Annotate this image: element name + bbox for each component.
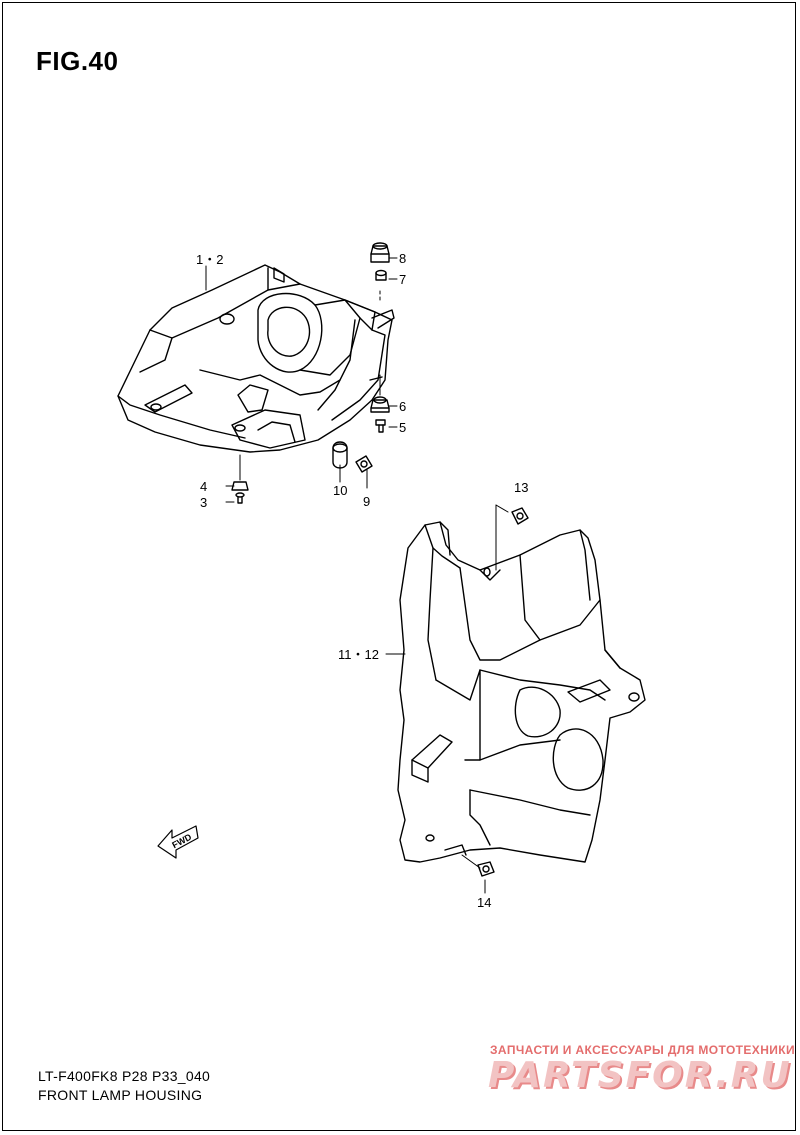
screw-14 [477,861,495,877]
forward-arrow-icon: FWD [157,825,199,859]
callout-14: 14 [477,895,491,910]
callout-6: 6 [399,399,406,414]
callout-8: 8 [399,251,406,266]
screw-9 [355,455,373,473]
leader-lines-lower [385,504,509,894]
callout-9: 9 [363,494,370,509]
callout-3: 3 [200,495,207,510]
callout-13: 13 [514,480,528,495]
screw-13 [511,507,529,525]
callout-5: 5 [399,420,406,435]
callout-7: 7 [399,272,406,287]
figure-title: FIG.40 [36,46,119,76]
collar-7 [375,269,387,281]
watermark-tagline: ЗАПЧАСТИ И АКСЕССУАРЫ ДЛЯ МОТОТЕХНИКИ [490,1043,796,1057]
screw-3 [235,492,245,504]
inner-cover-part [397,521,646,863]
nut-4 [231,481,249,491]
leader-lines-upper [205,257,398,503]
grommet-6 [370,396,390,413]
diagram-caption: FRONT LAMP HOUSING [38,1087,203,1103]
cushion-10 [332,441,348,469]
front-lamp-housing-part [117,264,395,453]
callout-10: 10 [333,483,347,498]
callout-1-2: 1・2 [196,252,223,267]
diagram-code: LT-F400FK8 P28 P33_040 [38,1068,211,1084]
grommet-8 [370,242,390,263]
screw-5 [375,419,386,433]
callout-11-12: 11・12 [338,647,379,662]
watermark-brand: PARTSFOR.RU [488,1055,792,1096]
callout-4: 4 [200,479,207,494]
